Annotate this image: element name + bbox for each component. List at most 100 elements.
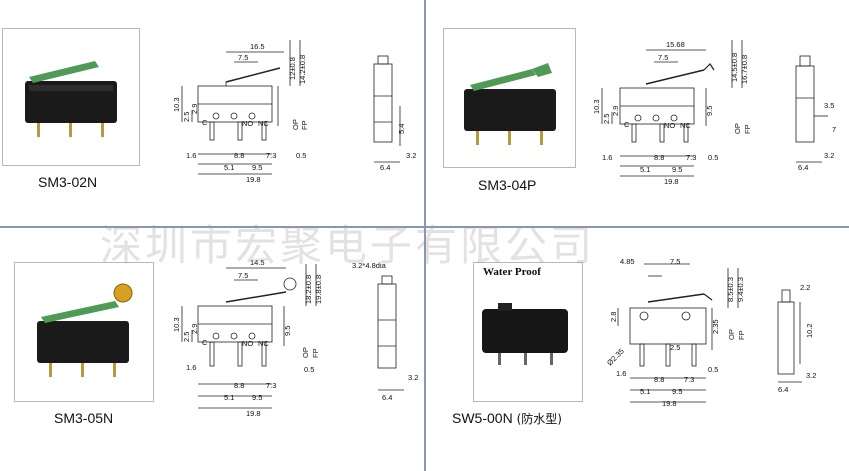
dim-h1: 10.3 bbox=[592, 99, 601, 114]
drawing-sm3-05n: 14.5 7.5 3.2*4.8dia 18.2±0.8 19.8±0.8 10… bbox=[172, 258, 418, 418]
model-name: SW5-00N bbox=[452, 410, 513, 426]
model-caption: SM3-02N bbox=[38, 174, 98, 190]
pin-no: NO bbox=[664, 121, 675, 130]
dim-side1: 5.4 bbox=[397, 124, 406, 134]
model-caption: SM3-04P bbox=[478, 177, 537, 193]
dim-a: 18.2±0.8 bbox=[304, 275, 313, 304]
pin-c: C bbox=[202, 118, 208, 127]
dim-a: 8.5±0.3 bbox=[726, 277, 735, 302]
dim-side2: 10.2 bbox=[805, 323, 814, 338]
dim-b: 16.7±0.8 bbox=[740, 55, 749, 84]
dim-l4: 0.5 bbox=[296, 151, 306, 160]
dim-side1: 3.5 bbox=[824, 101, 834, 110]
dim-h1: 10.3 bbox=[172, 317, 181, 332]
dim-l3: 7.3 bbox=[686, 153, 696, 162]
photo-sm3-04p bbox=[443, 28, 576, 168]
dim-side1: 2.2 bbox=[800, 283, 810, 292]
dim-l6: 9.5 bbox=[672, 165, 682, 174]
dim-h1: 10.3 bbox=[172, 97, 181, 112]
switch-photo-waterproof bbox=[482, 303, 568, 365]
label-fp: FP bbox=[743, 124, 752, 134]
dim-b: 9.4±0.3 bbox=[736, 277, 745, 302]
dim-h3: 2.9 bbox=[190, 104, 199, 114]
dim-total: 19.8 bbox=[662, 399, 677, 408]
dim-h2: 2.35 bbox=[711, 319, 720, 334]
dim-h1: 2.8 bbox=[609, 312, 618, 322]
dim-side2: 6.4 bbox=[382, 393, 392, 402]
dim-a: 14.5±0.8 bbox=[730, 53, 739, 82]
dim-side2: 3.2 bbox=[406, 151, 416, 160]
pin-no: NO bbox=[242, 339, 253, 348]
dim-b: 19.8±0.8 bbox=[314, 275, 323, 304]
dim-l2: 8.8 bbox=[654, 375, 664, 384]
dim-l6: 9.5 bbox=[252, 163, 262, 172]
dim-l1: 1.6 bbox=[616, 369, 626, 378]
label-fp: FP bbox=[300, 120, 309, 130]
dim-h2: 2.5 bbox=[602, 114, 611, 124]
switch-photo-hooked-lever bbox=[464, 63, 556, 145]
dim-side4: 6.4 bbox=[798, 163, 808, 172]
dim-total: 19.8 bbox=[246, 409, 261, 418]
drawing-sw5-00n: 4.85 7.5 8.5±0.3 9.4±0.3 2.8 2.35 2.5 Ø2… bbox=[605, 257, 816, 408]
label-op: OP bbox=[733, 123, 742, 134]
dim-top: 14.5 bbox=[250, 258, 265, 267]
dim-l6: 9.5 bbox=[672, 387, 682, 396]
dim-h3: 2.9 bbox=[611, 106, 620, 116]
dim-l4: 0.5 bbox=[708, 365, 718, 374]
drawing-sm3-04p: 15.68 7.5 14.5±0.8 16.7±0.8 10.3 2.5 2.9… bbox=[592, 40, 836, 186]
dim-total: 19.8 bbox=[246, 175, 261, 184]
pin-no: NO bbox=[242, 119, 253, 128]
photo-sm3-02n bbox=[2, 28, 140, 166]
dim-h3: 2.9 bbox=[190, 324, 199, 334]
dim-a: 12±0.8 bbox=[288, 57, 297, 80]
dim-l1: 1.6 bbox=[186, 363, 196, 372]
dim-l5: 5.1 bbox=[640, 165, 650, 174]
dim-h4: 9.5 bbox=[705, 106, 714, 116]
vertical-divider bbox=[424, 0, 426, 471]
photo-sw5-00n bbox=[473, 262, 583, 402]
dim-side3: 3.2 bbox=[824, 151, 834, 160]
dim-l5: 5.1 bbox=[640, 387, 650, 396]
label-fp: FP bbox=[311, 348, 320, 358]
pin-nc: NC bbox=[680, 121, 691, 130]
dim-top1: 4.85 bbox=[620, 257, 635, 266]
pin-nc: NC bbox=[258, 339, 269, 348]
dim-h3: 2.5 bbox=[670, 343, 680, 352]
model-caption: SM3-05N bbox=[54, 410, 114, 426]
dim-h2: 2.5 bbox=[182, 332, 191, 342]
dim-side1: 3.2 bbox=[408, 373, 418, 382]
dim-l2: 8.8 bbox=[234, 381, 244, 390]
model-suffix: (防水型) bbox=[516, 412, 562, 426]
photo-sm3-05n bbox=[14, 262, 154, 402]
dim-roller: 3.2*4.8dia bbox=[352, 261, 387, 270]
waterproof-label: Water Proof bbox=[483, 266, 541, 278]
dim-side4: 6.4 bbox=[778, 385, 788, 394]
pin-nc: NC bbox=[258, 119, 269, 128]
dim-top: 15.68 bbox=[666, 40, 685, 49]
drawing-sm3-02n: 16.5 7.5 12±0.8 14.2±0.8 10.3 2.5 2.9 C … bbox=[172, 40, 416, 184]
label-op: OP bbox=[301, 347, 310, 358]
dim-l1: 1.6 bbox=[186, 151, 196, 160]
dim-l1: 1.6 bbox=[602, 153, 612, 162]
dim-h4: 9.5 bbox=[283, 326, 292, 336]
dim-lever: 7.5 bbox=[238, 271, 248, 280]
dim-lever: 7.5 bbox=[658, 53, 668, 62]
dim-l2: 8.8 bbox=[234, 151, 244, 160]
dim-l6: 9.5 bbox=[252, 393, 262, 402]
company-watermark: 深圳市宏聚电子有限公司 bbox=[100, 221, 596, 270]
dim-side3: 6.4 bbox=[380, 163, 390, 172]
dim-top: 16.5 bbox=[250, 42, 265, 51]
label-op: OP bbox=[291, 119, 300, 130]
pin-c: C bbox=[624, 120, 630, 129]
dim-side2: 7 bbox=[832, 125, 836, 134]
label-fp: FP bbox=[737, 330, 746, 340]
dim-l3: 7.3 bbox=[266, 381, 276, 390]
dim-l2: 8.8 bbox=[654, 153, 664, 162]
dim-total: 19.8 bbox=[664, 177, 679, 186]
dim-b: 14.2±0.8 bbox=[298, 55, 307, 84]
switch-photo-roller-lever bbox=[37, 283, 133, 377]
dim-l5: 5.1 bbox=[224, 163, 234, 172]
dim-l4: 0.5 bbox=[304, 365, 314, 374]
dim-side3: 3.2 bbox=[806, 371, 816, 380]
